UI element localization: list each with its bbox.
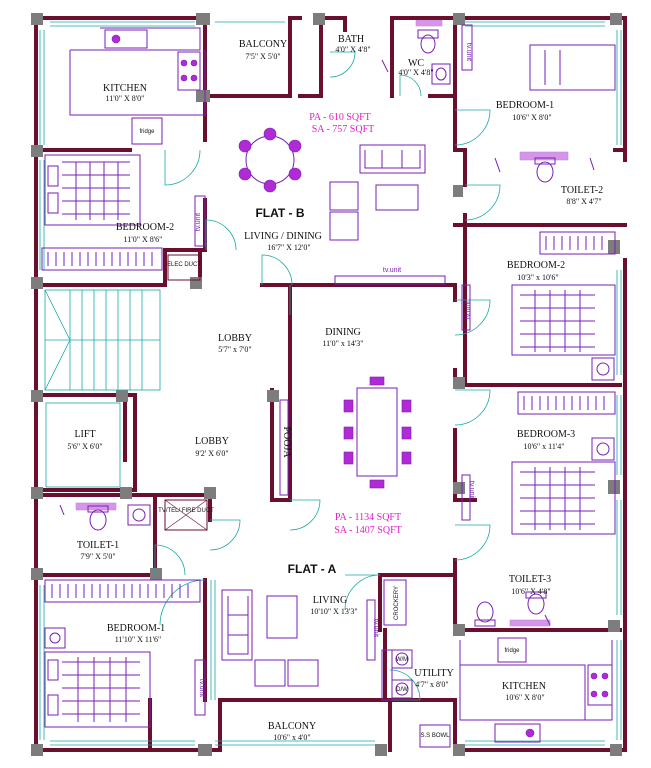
flat-b-sofa-set bbox=[329, 144, 446, 285]
flat-a-fridge-label: fridge bbox=[504, 648, 520, 654]
flat-a-toilet1-label: TOILET-1 bbox=[77, 540, 119, 551]
flat-a-bedroom2-dim: 10'3" x 10'6" bbox=[517, 273, 558, 282]
flat-b-bath-dim: 4'0" X 4'8" bbox=[335, 45, 370, 54]
flat-a-sa: SA - 1407 SQFT bbox=[334, 525, 402, 536]
flat-a-toilet1-dim: 7'9" X 5'0" bbox=[80, 552, 115, 561]
dw-label: D/W bbox=[396, 687, 408, 693]
flat-a-bedroom1-dim: 11'10" X 11'6" bbox=[115, 635, 162, 644]
flat-b-bed1-tv-unit-label: tv.unit bbox=[465, 43, 472, 61]
flat-a-living-tv-unit-label: tv.unit bbox=[372, 619, 379, 637]
flat-a-bedroom1-label: BEDROOM-1 bbox=[107, 623, 165, 634]
flat-a-toilet3-dim: 10'6" X 4'8" bbox=[511, 587, 550, 596]
flat-a-balcony-label: BALCONY bbox=[268, 721, 316, 732]
flat-a-kitchen-label: KITCHEN bbox=[502, 681, 546, 692]
flat-a-kitchen-dim: 10'6" X 8'0" bbox=[505, 693, 544, 702]
elec-duct-label: ELEC DUCT bbox=[167, 262, 201, 268]
crockery-label: CROCKERY bbox=[394, 586, 400, 620]
flat-a-bed-3 bbox=[461, 391, 616, 535]
flat-a-toilet2-dim: 8'8" X 4'7" bbox=[566, 197, 601, 206]
flat-b-wc-dim: 4'0" X 4'8" bbox=[398, 68, 433, 77]
flat-a-bedroom3-label: BEDROOM-3 bbox=[517, 429, 575, 440]
flat-a-pa: PA - 1134 SQFT bbox=[335, 512, 401, 523]
flat-a-toilet2-label: TOILET-2 bbox=[561, 185, 603, 196]
flat-a-pooja-shelf bbox=[279, 399, 289, 496]
flat-b-bedroom1-dim: 10'6" X 8'0" bbox=[512, 113, 551, 122]
flat-a-bed-1 bbox=[44, 579, 206, 728]
lobby-lower-label: LOBBY bbox=[195, 436, 229, 447]
flat-a-toilet3-label: TOILET-3 bbox=[509, 574, 551, 585]
flat-b-bed2-tv-unit-label: tv.unit bbox=[195, 213, 202, 231]
flat-b-wc-label: WC bbox=[408, 58, 424, 69]
tv-tel-duct-label: TV/TEL/ FIRE DUCT bbox=[158, 508, 214, 514]
flat-a-utility-label: UTILITY bbox=[414, 668, 453, 679]
flat-a-bed3-tv-unit-label: tv.unit bbox=[468, 481, 475, 499]
flat-a-toilet-3-fixtures bbox=[474, 591, 551, 627]
flat-a-dining-dim: 11'0" x 14'3" bbox=[322, 339, 363, 348]
flat-b-bedroom2-dim: 11'0" X 8'6" bbox=[124, 235, 163, 244]
flat-b-balcony-label: BALCONY bbox=[239, 39, 287, 50]
flat-b-bath-label: BATH bbox=[338, 34, 364, 45]
staircase bbox=[44, 289, 161, 391]
flat-b-balcony-dim: 7'5" X 5'0" bbox=[245, 52, 280, 61]
flat-a-bed2-tv-unit-label: tv.unit bbox=[465, 301, 472, 319]
lobby-upper-dim: 5'7" x 7'0" bbox=[218, 345, 251, 354]
flat-a-kitchen-counter bbox=[459, 637, 613, 743]
flat-a-living-label: LIVING bbox=[313, 595, 347, 606]
flat-a-living-sofa-set bbox=[221, 589, 376, 687]
flat-a-pooja-label: POOJA bbox=[281, 426, 292, 458]
flat-b-title: FLAT - B bbox=[255, 206, 304, 220]
flat-b-bed-2 bbox=[41, 154, 206, 271]
flat-a-bedroom3-dim: 10'6" x 11'4" bbox=[523, 442, 564, 451]
flat-b-bedroom2-label: BEDROOM-2 bbox=[116, 222, 174, 233]
flat-a-toilet-2-fixtures bbox=[494, 151, 595, 183]
flat-a-living-dim: 10'10" X 13'3" bbox=[310, 607, 357, 616]
flat-a-dining-label: DINING bbox=[325, 327, 361, 338]
windows bbox=[39, 21, 622, 746]
doors bbox=[154, 51, 501, 701]
flat-b-pa: PA - 610 SQFT bbox=[309, 112, 371, 123]
flat-a-utility-dim: 4'7" x 8'0" bbox=[415, 680, 448, 689]
flat-b-bedroom1-label: BEDROOM-1 bbox=[496, 100, 554, 111]
ss-bowl-label: S.S BOWL bbox=[420, 733, 450, 739]
flat-b-living-label: LIVING / DINING bbox=[244, 231, 322, 242]
lobby-upper-label: LOBBY bbox=[218, 333, 252, 344]
flat-b-kitchen-counter bbox=[69, 27, 206, 145]
flat-a-balcony-dim: 10'6" x 4'0" bbox=[273, 733, 310, 742]
wm-label: W/M bbox=[396, 657, 408, 663]
flat-a-bed-2 bbox=[461, 231, 616, 381]
lift-shaft bbox=[45, 402, 121, 488]
flat-b-bathroom-fixtures bbox=[381, 19, 451, 85]
lift-dim: 5'6" X 6'0" bbox=[67, 442, 102, 451]
flat-a-title: FLAT - A bbox=[288, 562, 337, 576]
lobby-lower-dim: 9'2' X 6'0" bbox=[195, 449, 228, 458]
flat-b-tv-unit-label: tv.unit bbox=[383, 267, 401, 274]
flat-a-toilet-1-fixtures bbox=[59, 502, 151, 531]
flat-a-utility-fixtures bbox=[381, 579, 451, 748]
flat-b-sa: SA - 757 SQFT bbox=[312, 124, 375, 135]
flat-a-dining-table bbox=[343, 376, 412, 489]
columns bbox=[31, 13, 622, 756]
flat-a-bed1-tv-unit-label: tv.unit bbox=[198, 679, 205, 697]
flat-b-dining-table bbox=[238, 127, 302, 193]
flat-b-bed-1 bbox=[461, 24, 616, 91]
flat-a-bedroom2-label: BEDROOM-2 bbox=[507, 260, 565, 271]
flat-b-fridge-label: fridge bbox=[139, 129, 155, 135]
flat-b-kitchen-dim: 11'0" X 8'0" bbox=[106, 94, 145, 103]
flat-b-kitchen-label: KITCHEN bbox=[103, 83, 147, 94]
lift-label: LIFT bbox=[74, 429, 95, 440]
flat-b-living-dim: 16'7" X 12'0" bbox=[267, 243, 310, 252]
